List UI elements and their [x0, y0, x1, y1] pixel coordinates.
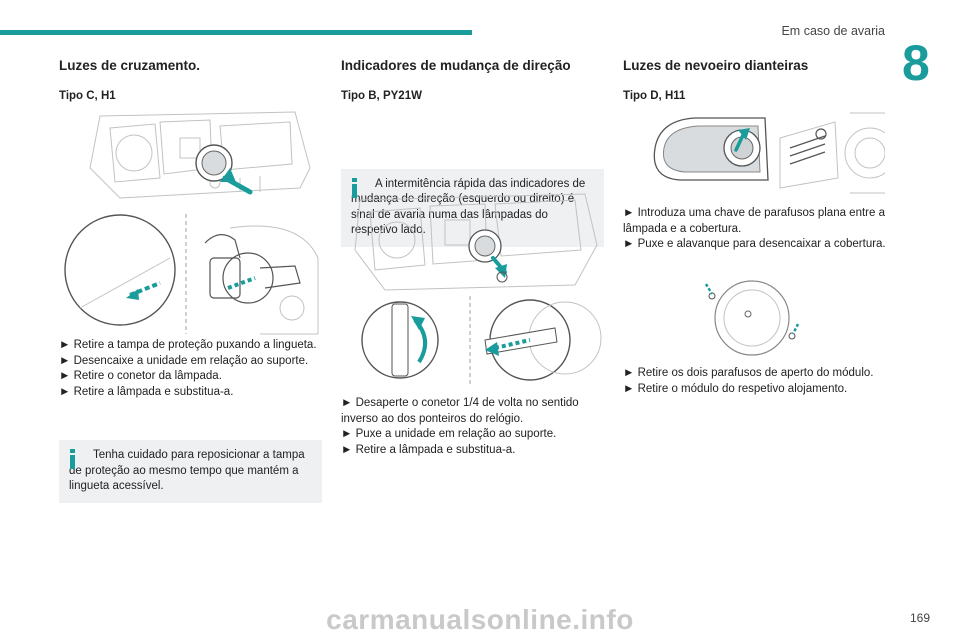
turn-signal-type: Tipo B, PY21W [341, 90, 422, 102]
low-beam-type: Tipo C, H1 [59, 90, 116, 102]
fog-lamp-steps-a: ► Introduza uma chave de parafusos plana… [623, 206, 888, 253]
section-title: Em caso de avaria [781, 24, 885, 38]
note-text: Tenha cuidado para reposicionar a tampa … [69, 449, 305, 492]
low-beam-note: Tenha cuidado para reposicionar a tampa … [59, 440, 322, 503]
info-icon [352, 177, 357, 198]
fog-lamp-section: Luzes de nevoeiro dianteiras Tipo D, H11 [623, 56, 888, 104]
step-text: ► Retire a lâmpada e substitua-a. [59, 385, 234, 398]
step-text: ► Puxe e alavanque para desencaixar a co… [623, 238, 886, 250]
info-icon [70, 449, 75, 469]
turn-signal-illustration [354, 193, 602, 386]
note-text: A intermitência rápida das indicadores d… [351, 177, 586, 237]
step-text: ► Desencaixe a unidade em relação ao sup… [59, 354, 309, 367]
step-text: ► Retire o conetor da lâmpada. [59, 370, 222, 382]
fog-lamp-illustration [653, 112, 885, 194]
step-text: ► Retire os dois parafusos de aperto do … [623, 367, 874, 379]
low-beam-illustration [64, 111, 319, 335]
fog-lamp-module-illustration [704, 280, 800, 356]
chapter-tab [896, 36, 960, 98]
step-text: ► Desaperte o conetor 1/4 de volta no se… [341, 397, 579, 425]
fog-lamp-steps-b: ► Retire os dois parafusos de aperto do … [623, 366, 888, 397]
page-number: 169 [909, 611, 930, 625]
watermark: carmanualsonline.info [326, 604, 634, 635]
step-text: ► Retire a lâmpada e substitua-a. [341, 443, 516, 456]
turn-signal-section: Indicadores de mudança de direção Tipo B… [341, 56, 606, 104]
chapter-accent-bar [0, 30, 472, 35]
low-beam-section: Luzes de cruzamento. Tipo C, H1 [59, 56, 324, 104]
fog-lamp-type: Tipo D, H11 [623, 90, 686, 102]
step-text: ► Retire o módulo do respetivo alojament… [623, 382, 848, 395]
chapter-number: 8 [902, 35, 930, 91]
low-beam-steps: ► Retire a tampa de proteção puxando a l… [59, 338, 324, 400]
turn-signal-title: Indicadores de mudança de direção [341, 58, 571, 73]
step-text: ► Puxe a unidade em relação ao suporte. [341, 428, 557, 440]
low-beam-title: Luzes de cruzamento. [59, 58, 201, 73]
turn-signal-steps: ► Desaperte o conetor 1/4 de volta no se… [341, 396, 606, 458]
step-text: ► Retire a tampa de proteção puxando a l… [59, 339, 317, 351]
turn-signal-note: A intermitência rápida das indicadores d… [341, 168, 604, 247]
step-text: ► Introduza uma chave de parafusos plana… [623, 207, 885, 235]
fog-lamp-title: Luzes de nevoeiro dianteiras [623, 58, 809, 73]
